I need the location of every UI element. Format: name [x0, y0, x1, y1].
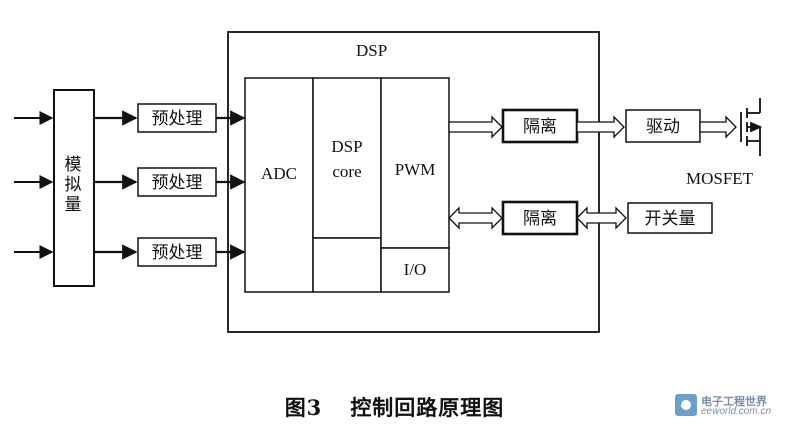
pwm-to-isolation-arrow [448, 115, 503, 139]
io-isolation-bidirectional-arrow [448, 206, 503, 230]
analog-block [53, 89, 95, 287]
isolation-block-2: 隔离 [501, 200, 579, 236]
watermark-site: eeworld.com.cn [701, 406, 772, 417]
dsp-internal-modules [244, 77, 450, 293]
io-label: I/O [404, 260, 427, 279]
dsp-label: DSP [356, 41, 387, 60]
isolation-switch-bidirectional-arrow [576, 206, 627, 230]
dsp-core-block [312, 77, 382, 239]
preprocess-label-2: 预处理 [152, 173, 203, 193]
switch-quantity-label: 开关量 [645, 209, 696, 229]
dsp-core-label-line1: DSP [331, 137, 362, 156]
isolation-block-1: 隔离 [501, 108, 579, 144]
isolation-label-2: 隔离 [523, 209, 557, 229]
io-block [380, 247, 450, 293]
watermark-name: 电子工程世界 [701, 395, 767, 408]
analog-label: 模拟量 [65, 155, 84, 215]
input-arrows [14, 111, 54, 259]
isolation-to-drive-arrow [576, 115, 625, 139]
drive-to-mosfet-arrow [699, 115, 737, 139]
pwm-label: PWM [395, 160, 436, 179]
mosfet-label: MOSFET [686, 169, 754, 188]
preprocess-block-3: 预处理 [137, 237, 217, 267]
drive-block: 驱动 [625, 109, 701, 143]
figure-caption: 图3 控制回路原理图 [0, 392, 789, 422]
eeworld-watermark: 电子工程世界 eeworld.com.cn [675, 392, 775, 422]
figure-title: 控制回路原理图 [350, 395, 505, 420]
preprocess-block-1: 预处理 [137, 103, 217, 133]
isolation-label-1: 隔离 [523, 117, 557, 137]
dsp-core-lower-block [312, 237, 382, 293]
drive-label: 驱动 [646, 117, 680, 137]
preprocess-label-1: 预处理 [152, 109, 203, 129]
mosfet-symbol [740, 98, 763, 156]
adc-block [244, 77, 314, 293]
preprocess-block-2: 预处理 [137, 167, 217, 197]
adc-label: ADC [261, 164, 297, 183]
switch-quantity-block: 开关量 [627, 202, 713, 234]
preprocess-label-3: 预处理 [152, 243, 203, 263]
dsp-outer-box [227, 31, 600, 333]
eeworld-logo-icon [675, 394, 697, 416]
dsp-core-label-line2: core [332, 162, 361, 181]
control-loop-diagram: 模拟量 预处理 预处理 预处理 DSP ADC DSP core PWM I/O [14, 31, 763, 333]
figure-number: 图3 [284, 395, 323, 420]
